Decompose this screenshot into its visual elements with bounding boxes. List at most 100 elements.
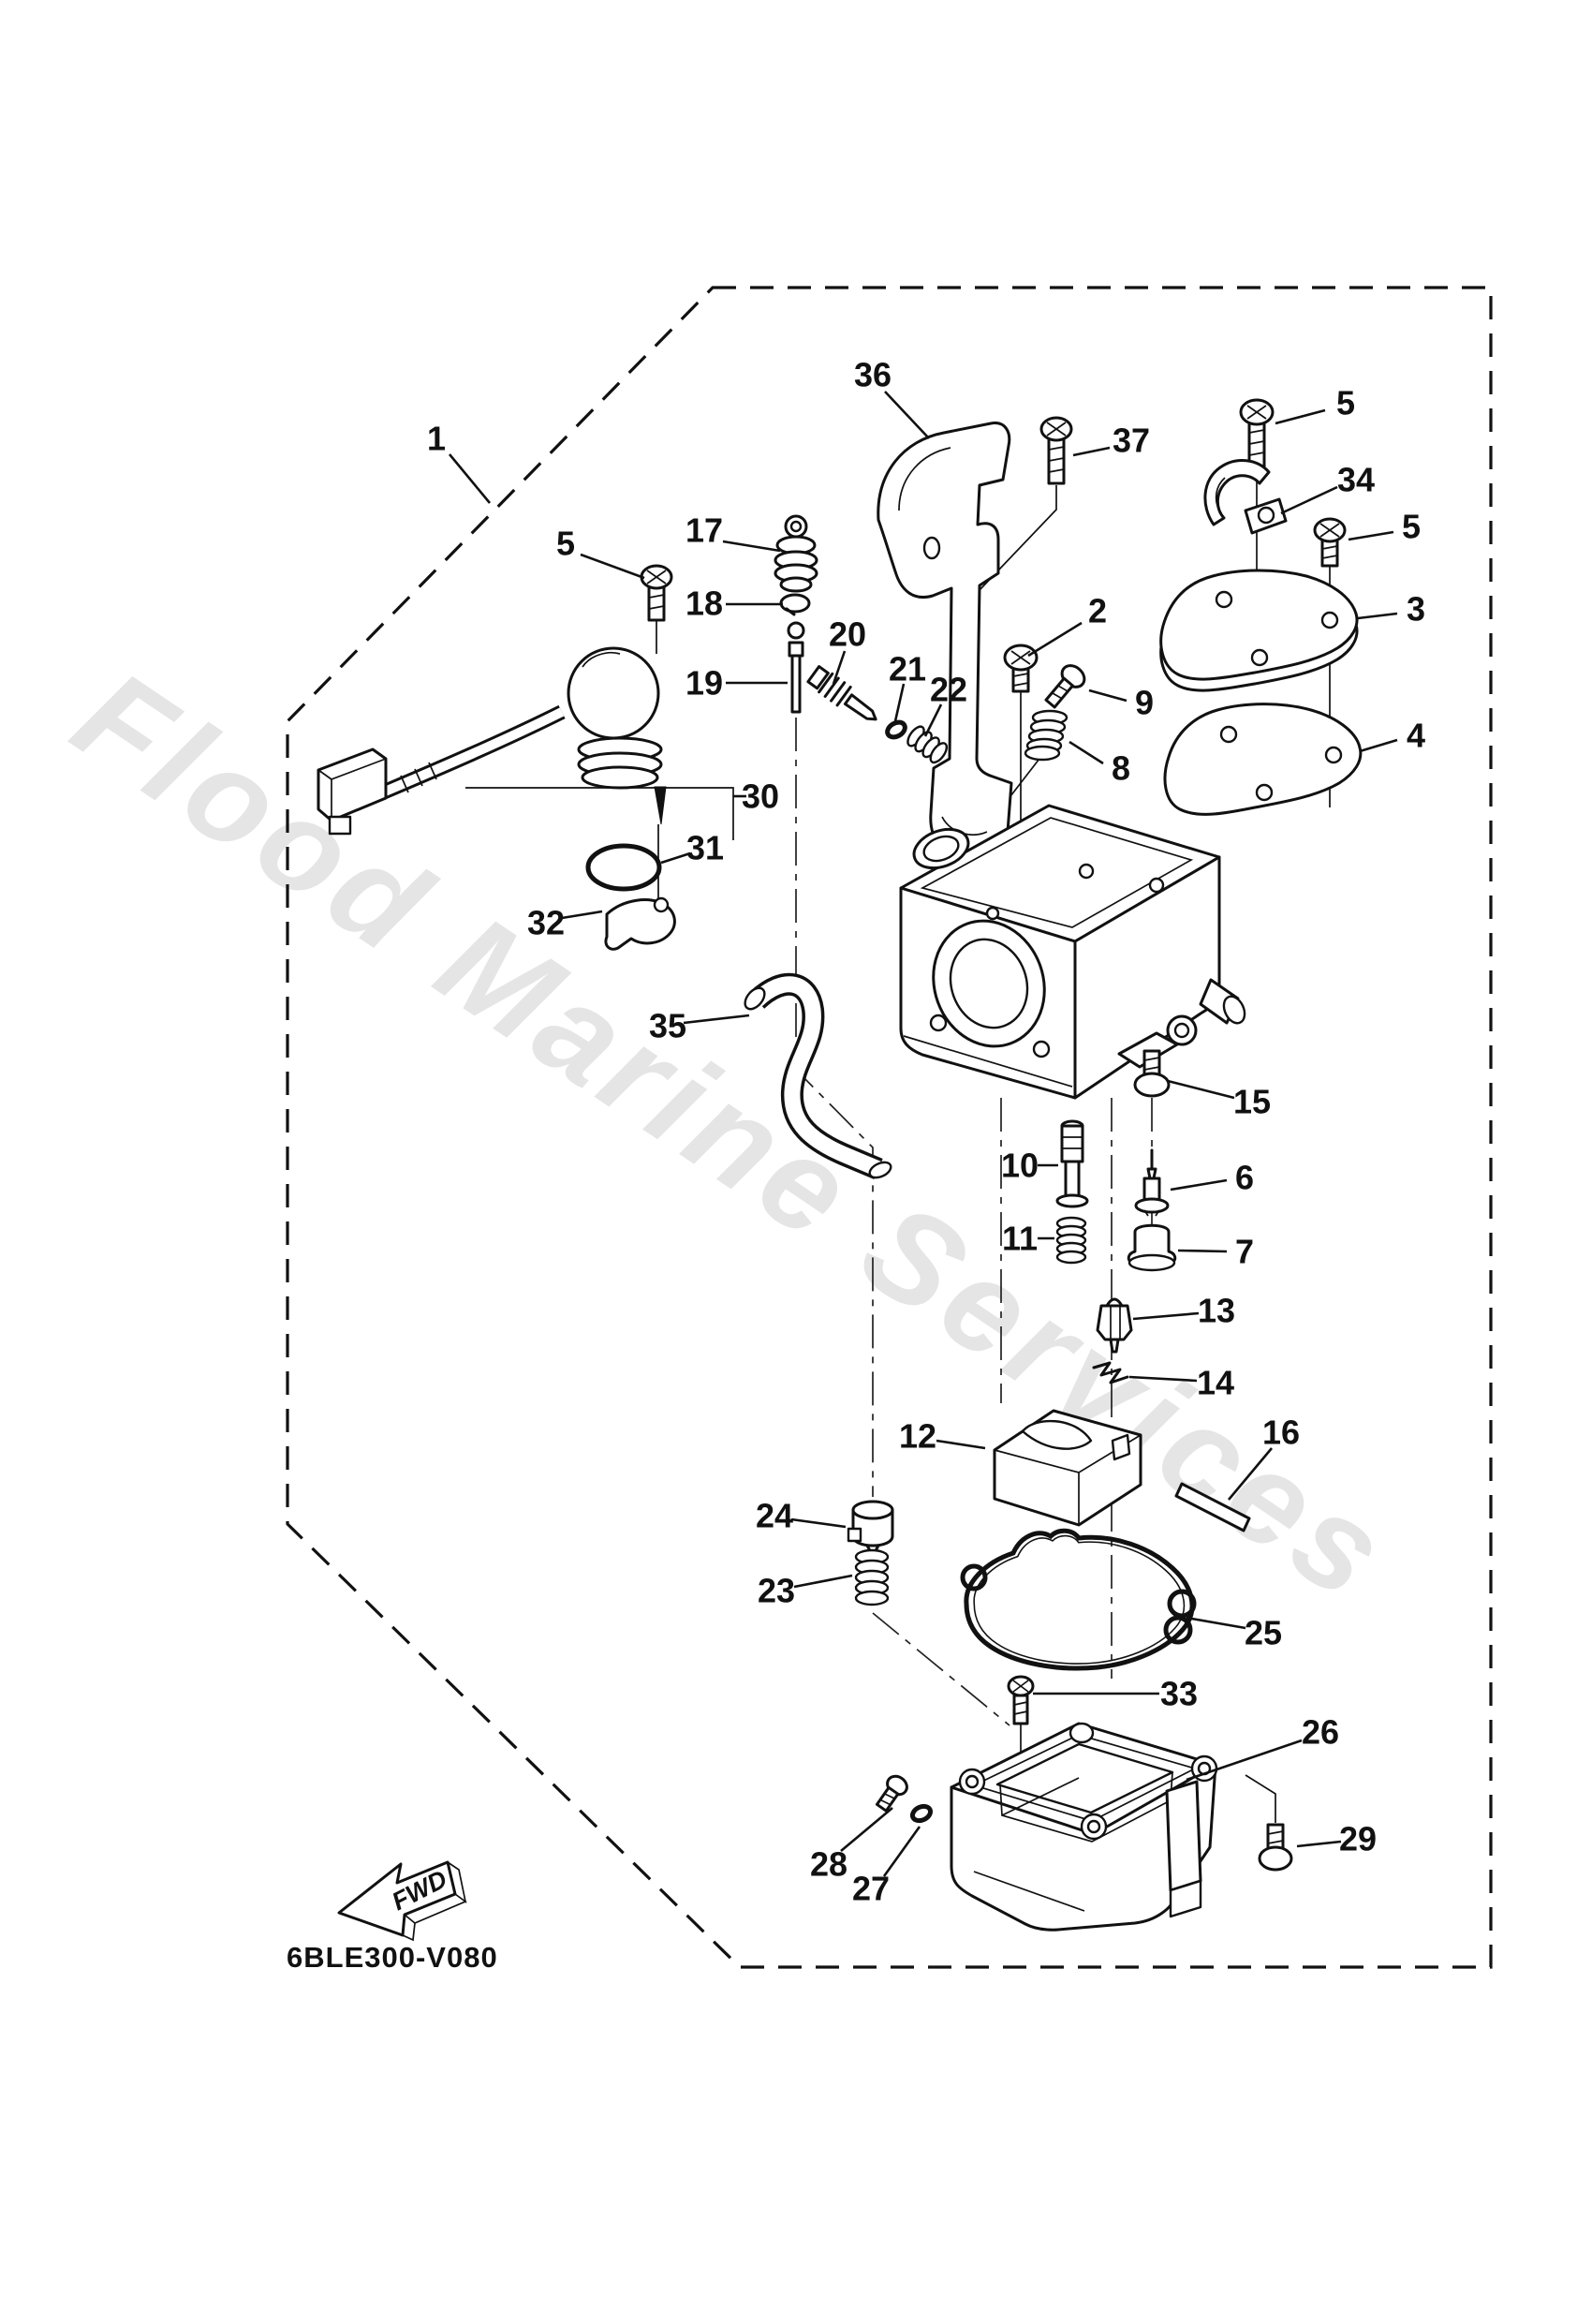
leader-line-13 (1132, 1311, 1200, 1321)
part-screw-15 (1133, 1049, 1171, 1098)
callout-number-27: 27 (852, 1870, 890, 1908)
part-washer-27 (909, 1803, 934, 1824)
callout-number-3: 3 (1407, 590, 1425, 629)
leader-line-25 (1186, 1616, 1246, 1630)
callout-number-20: 20 (829, 615, 866, 654)
leader-line-17 (722, 540, 781, 553)
leader-line-6 (1170, 1178, 1228, 1192)
callout-number-13: 13 (1198, 1292, 1235, 1330)
leader-line-4 (1359, 738, 1398, 753)
callout-number-17: 17 (685, 511, 723, 550)
part-rod-19 (787, 621, 805, 714)
leader-line-8 (1069, 740, 1104, 765)
part-clamp-34 (1203, 459, 1288, 535)
fwd-arrow: FWD (337, 1860, 467, 1942)
part-screw-5-left (640, 564, 673, 622)
leader-line-32 (561, 910, 603, 920)
leader-line-35 (683, 1014, 750, 1025)
part-float-12 (993, 1409, 1142, 1527)
callout-number-31: 31 (686, 829, 724, 867)
part-nozzle-13 (1096, 1297, 1133, 1354)
callout-number-29: 29 (1339, 1820, 1377, 1858)
part-pin-24 (847, 1500, 894, 1558)
leader-line-34 (1280, 485, 1338, 515)
callout-number-4: 4 (1407, 717, 1425, 755)
callout-number-34: 34 (1337, 461, 1375, 499)
part-spring-8 (1024, 709, 1069, 762)
part-carburetor-body (899, 804, 1246, 1100)
callout-number-23: 23 (758, 1572, 795, 1610)
part-hose-35 (744, 972, 892, 1180)
leader-line-22 (923, 703, 943, 737)
leader-line-5 (1275, 408, 1326, 425)
leader-line-3 (1357, 612, 1398, 620)
callout-number-37: 37 (1113, 422, 1150, 460)
callout-number-36: 36 (854, 356, 892, 394)
part-needle-6 (1134, 1148, 1170, 1217)
leader-line-21 (893, 683, 906, 722)
callout-number-35: 35 (649, 1007, 686, 1045)
leader-line-26 (1186, 1739, 1303, 1782)
callout-number-21: 21 (889, 650, 926, 688)
callout-number-16: 16 (1262, 1414, 1300, 1452)
leader-line-29 (1296, 1840, 1342, 1848)
callout-number-5: 5 (556, 525, 575, 563)
callout-number-10: 10 (1001, 1147, 1039, 1185)
callout-number-1: 1 (427, 420, 446, 458)
leader-line-5 (580, 553, 645, 580)
callout-number-5: 5 (1402, 508, 1421, 546)
part-plate-3 (1159, 569, 1359, 692)
part-bracket-36 (877, 422, 1013, 862)
leader-line-31 (660, 851, 691, 865)
leader-line-27 (882, 1826, 921, 1877)
callout-number-14: 14 (1197, 1364, 1234, 1402)
part-solenoid-assembly (317, 646, 667, 836)
part-screw-33 (1007, 1675, 1035, 1725)
callout-number-9: 9 (1135, 684, 1154, 722)
callout-number-6: 6 (1235, 1159, 1254, 1197)
part-gasket-25 (960, 1528, 1197, 1671)
callout-number-30: 30 (742, 777, 779, 816)
part-oring-21 (885, 719, 907, 740)
part-code-text: 6BLE300-V080 (287, 1941, 498, 1974)
callout-number-26: 26 (1302, 1713, 1339, 1752)
callout-number-24: 24 (756, 1497, 793, 1535)
leader-line-15 (1167, 1079, 1235, 1100)
callout-number-22: 22 (930, 671, 967, 709)
leader-line-36 (884, 391, 930, 439)
callout-number-25: 25 (1245, 1614, 1282, 1652)
part-screw-spring-20 (806, 665, 877, 721)
leader-line-37 (1072, 446, 1111, 457)
callout-number-18: 18 (685, 585, 723, 623)
part-bolt-29 (1258, 1823, 1293, 1872)
part-rod-16 (1174, 1482, 1251, 1532)
part-screw-37 (1039, 416, 1073, 485)
part-oring-31 (585, 843, 662, 892)
callout-number-32: 32 (527, 904, 565, 942)
part-plunger-17 (774, 514, 818, 593)
callout-number-2: 2 (1088, 592, 1107, 630)
part-clip-14 (1092, 1361, 1129, 1384)
leader-line-14 (1128, 1375, 1198, 1383)
part-screw-9 (1044, 664, 1086, 709)
leader-line-28 (840, 1807, 893, 1852)
callout-number-15: 15 (1233, 1083, 1271, 1121)
part-spring-22 (906, 725, 949, 764)
callout-number-19: 19 (685, 664, 723, 703)
part-gasket-4 (1163, 703, 1363, 816)
leader-line-5 (1348, 530, 1394, 541)
callout-number-33: 33 (1160, 1675, 1198, 1713)
callout-number-8: 8 (1112, 749, 1130, 788)
leader-line-9 (1088, 688, 1127, 703)
leader-line-1 (448, 453, 492, 504)
leader-line-20 (832, 650, 847, 685)
part-float-bowl-26 (950, 1722, 1218, 1932)
callout-number-5: 5 (1336, 384, 1355, 422)
leader-line-12 (936, 1439, 986, 1450)
leader-line-16 (1228, 1447, 1273, 1501)
callout-number-28: 28 (810, 1845, 847, 1884)
callout-number-7: 7 (1235, 1233, 1254, 1271)
